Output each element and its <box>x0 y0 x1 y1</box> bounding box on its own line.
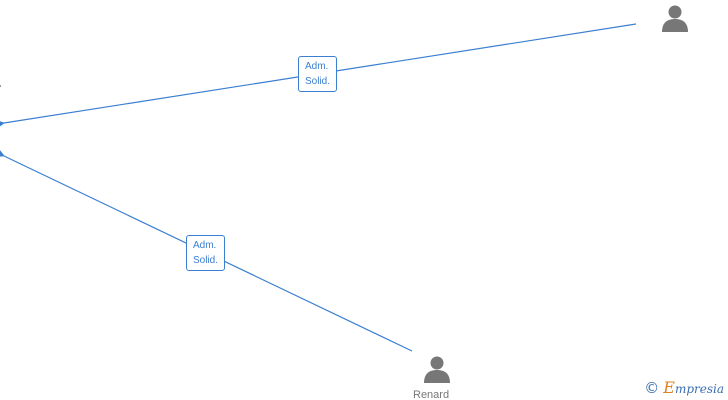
edge-label-bottom[interactable]: Adm. Solid. <box>186 235 226 271</box>
edge-label-bottom-line1: Adm. <box>193 240 217 251</box>
brand-footer[interactable]: © Empresia <box>644 378 724 397</box>
offscreen-node-stub <box>0 85 1 87</box>
edge-label-bottom-line2: Solid. <box>193 255 219 266</box>
edge-label-top-line1: Adm. <box>305 61 329 72</box>
brand-logo: Empresia <box>663 378 724 397</box>
edge-label-top[interactable]: Adm. Solid. <box>298 56 338 92</box>
brand-logo-rest: mpresia <box>674 382 724 396</box>
person-node-renard[interactable] <box>422 354 452 389</box>
person-node-top-right[interactable] <box>660 3 690 38</box>
edge-label-top-line2: Solid. <box>305 76 331 87</box>
person-name-renard[interactable]: Renard <box>413 389 450 400</box>
copyright-icon: © <box>644 378 660 397</box>
brand-logo-initial: E <box>663 378 675 397</box>
person-icon <box>662 5 688 32</box>
person-icon <box>424 356 450 383</box>
